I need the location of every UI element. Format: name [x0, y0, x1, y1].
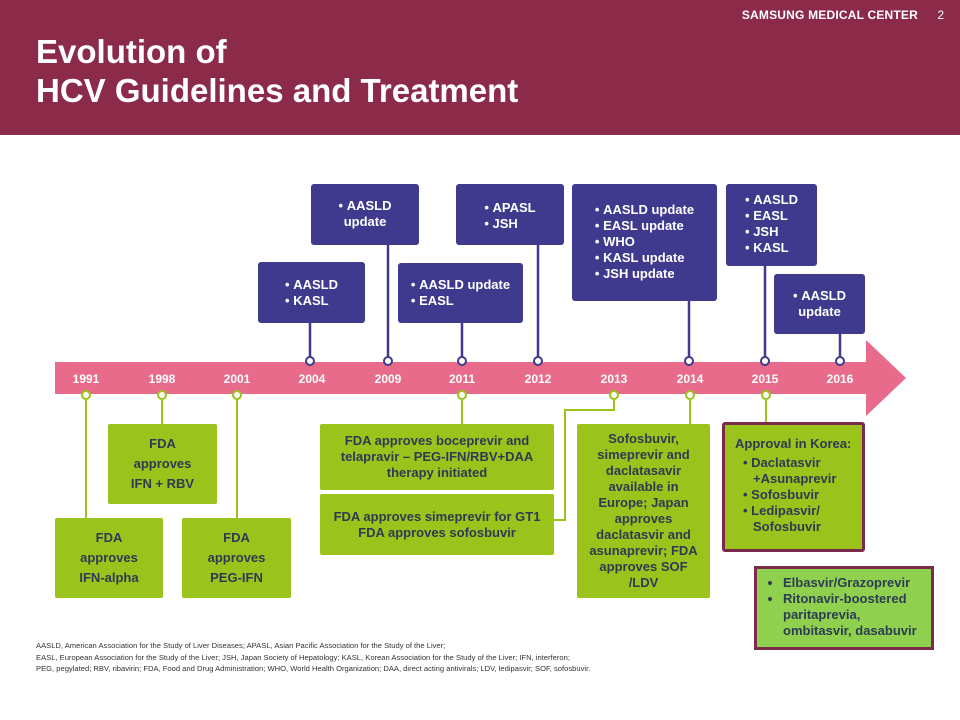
- dot-2014: [684, 356, 694, 366]
- dot-1998: [157, 390, 167, 400]
- dot-2001: [232, 390, 242, 400]
- additional-approval-box: Elbasvir/Grazoprevir Ritonavir-boostered…: [754, 566, 934, 650]
- year-label: 2014: [676, 372, 704, 386]
- korea-approval-item: Ledipasvir/ Sofosbuvir: [743, 503, 848, 535]
- additional-approval-item: Ritonavir-boostered paritaprevia, ombita…: [783, 591, 925, 639]
- year-label: 2009: [374, 372, 402, 386]
- title-line-1: Evolution of: [36, 33, 227, 70]
- guideline-item: EASL update: [595, 218, 694, 234]
- guideline-item: AASLD update: [595, 202, 694, 218]
- dot-1991: [81, 390, 91, 400]
- dot-2013: [609, 390, 619, 400]
- additional-approval-item: Elbasvir/Grazoprevir: [783, 575, 925, 591]
- footnote-line: EASL, European Association for the Study…: [36, 652, 570, 662]
- guideline-item: AASLD: [745, 192, 798, 208]
- timeline-arrow: [55, 340, 906, 416]
- page-number: 2: [937, 8, 944, 22]
- connector-2013: [553, 396, 615, 521]
- guideline-box-2016: AASLD update: [774, 274, 865, 334]
- approval-text: FDA approves boceprevir and telapravir –…: [340, 433, 534, 480]
- year-label: 2013: [600, 372, 628, 386]
- year-label: 2016: [826, 372, 854, 386]
- header-banner: Evolution of HCV Guidelines and Treatmen…: [0, 0, 960, 135]
- year-label: 1991: [72, 372, 100, 386]
- guideline-item: JSH: [745, 224, 798, 240]
- year-label: 2001: [223, 372, 251, 386]
- footnote-line: PEG, pegylated; RBV, ribavirin; FDA, Foo…: [36, 664, 591, 673]
- approval-box-1998: FDA approves IFN + RBV: [108, 424, 217, 504]
- guideline-item: KASL: [285, 293, 338, 309]
- guideline-box-2004: AASLD KASL: [258, 262, 365, 323]
- approval-text: FDA approves simeprevir for GT1 FDA appr…: [333, 508, 541, 540]
- year-label: 1998: [148, 372, 176, 386]
- guideline-item: KASL update: [595, 250, 694, 266]
- approval-box-2011: FDA approves boceprevir and telapravir –…: [320, 424, 554, 490]
- dot-2009: [383, 356, 393, 366]
- approval-box-2001: FDA approves PEG-IFN: [182, 518, 291, 598]
- dot-2016: [835, 356, 845, 366]
- approval-box-1991: FDA approves IFN-alpha: [55, 518, 163, 598]
- page-title: Evolution of HCV Guidelines and Treatmen…: [36, 32, 518, 110]
- korea-approval-title: Approval in Korea:: [735, 436, 852, 451]
- dot-2012: [533, 356, 543, 366]
- dot-2004: [305, 356, 315, 366]
- dot-2014-bottom: [685, 390, 695, 400]
- approval-text: Sofosbuvir, simeprevir and daclatasavir …: [589, 431, 698, 590]
- dot-2015-bottom: [761, 390, 771, 400]
- guideline-item: WHO: [595, 234, 694, 250]
- guideline-item: JSH update: [595, 266, 694, 282]
- year-label: 2004: [298, 372, 326, 386]
- guideline-box-2012: APASL JSH: [456, 184, 564, 245]
- guideline-box-2015: AASLD EASL JSH KASL: [726, 184, 817, 266]
- korea-approval-item: Daclatasvir +Asunaprevir: [743, 455, 858, 487]
- year-label: 2012: [524, 372, 552, 386]
- approval-text: FDA approves IFN-alpha: [79, 530, 139, 585]
- guideline-item: APASL: [484, 200, 536, 216]
- guideline-item: EASL: [411, 293, 510, 309]
- guideline-item: AASLD update: [330, 198, 400, 230]
- approval-box-2013: FDA approves simeprevir for GT1 FDA appr…: [320, 494, 554, 555]
- guideline-item: EASL: [745, 208, 798, 224]
- year-label: 2015: [751, 372, 779, 386]
- guideline-item: JSH: [484, 216, 535, 232]
- approval-text: FDA approves PEG-IFN: [207, 530, 266, 585]
- guideline-item: AASLD update: [411, 277, 510, 293]
- dot-2011-bottom: [457, 390, 467, 400]
- title-line-2: HCV Guidelines and Treatment: [36, 72, 519, 109]
- guideline-item: KASL: [745, 240, 798, 256]
- dot-2011: [457, 356, 467, 366]
- dot-2015: [760, 356, 770, 366]
- footnote-line: AASLD, American Association for the Stud…: [36, 641, 446, 650]
- brand-label: SAMSUNG MEDICAL CENTER: [741, 8, 918, 22]
- year-label: 2011: [448, 372, 476, 386]
- korea-approval-box: Approval in Korea: Daclatasvir +Asunapre…: [722, 422, 865, 552]
- guideline-box-2011: AASLD update EASL: [398, 263, 523, 323]
- abbreviations-footnote: AASLD, American Association for the Stud…: [36, 640, 756, 675]
- approval-box-2014: Sofosbuvir, simeprevir and daclatasavir …: [577, 424, 710, 598]
- approval-text: FDA approves IFN + RBV: [130, 436, 195, 491]
- guideline-box-2009: AASLD update: [311, 184, 419, 245]
- guideline-item: AASLD: [285, 277, 338, 293]
- guideline-box-2014: AASLD update EASL update WHO KASL update…: [572, 184, 717, 301]
- korea-approval-item: Sofosbuvir: [743, 487, 858, 503]
- guideline-item: AASLD update: [785, 288, 855, 320]
